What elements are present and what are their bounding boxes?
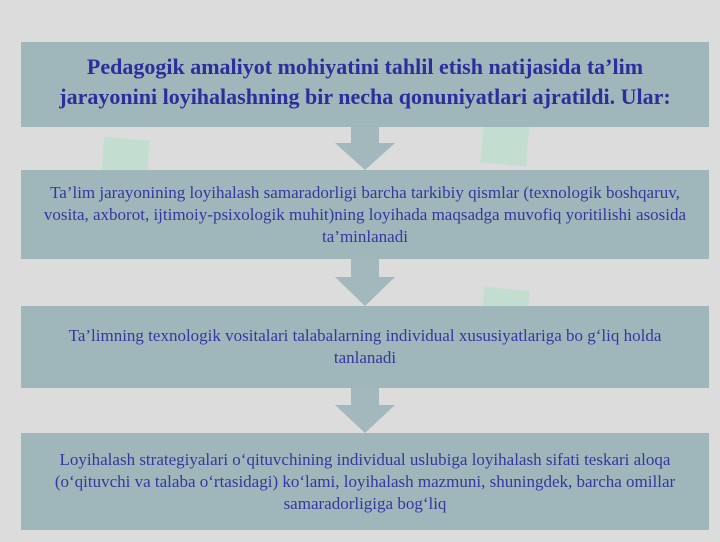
step-text-2: Ta’limning texnologik vositalari talabal… <box>68 326 662 367</box>
down-arrow-icon <box>335 127 395 170</box>
step-box-1: Ta’lim jarayonining loyihalash samarador… <box>21 170 709 259</box>
down-arrow-icon <box>335 388 395 433</box>
step-box-2: Ta’limning texnologik vositalari talabal… <box>21 306 709 388</box>
title-box: Pedagogik amaliyot mohiyatini tahlil eti… <box>21 42 709 127</box>
step-text-1: Ta’lim jarayonining loyihalash samarador… <box>43 182 687 246</box>
title-text: Pedagogik amaliyot mohiyatini tahlil eti… <box>59 54 671 109</box>
step-box-3: Loyihalash strategiyalari o‘qituvchining… <box>21 433 709 530</box>
step-text-3: Loyihalash strategiyalari o‘qituvchining… <box>54 449 676 513</box>
down-arrow-icon <box>335 259 395 306</box>
